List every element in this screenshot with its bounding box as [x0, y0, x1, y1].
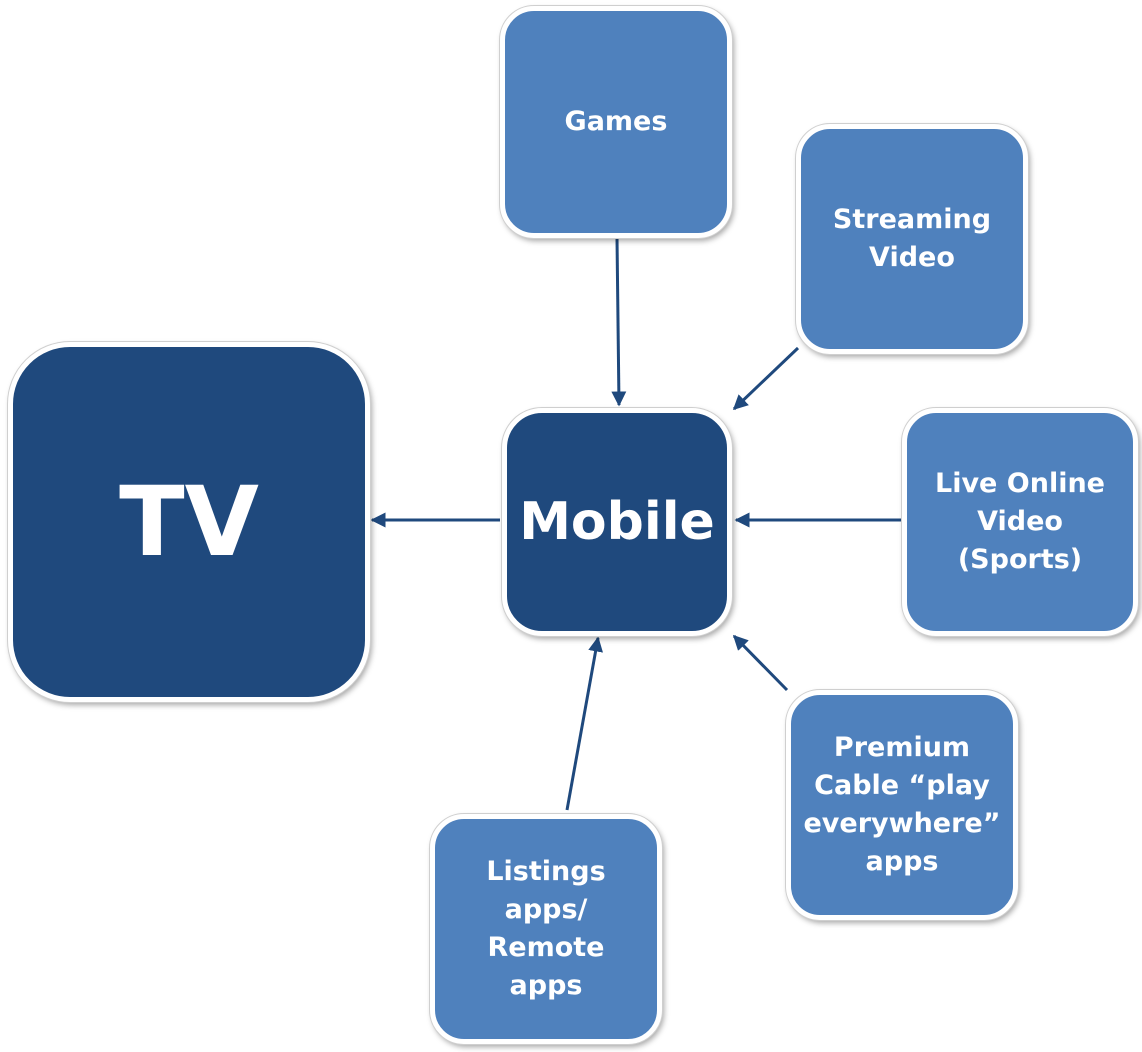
- premium-cable-label: Premium Cable “play everywhere” apps: [803, 732, 1001, 877]
- premium-cable-box: Premium Cable “play everywhere” apps: [786, 690, 1018, 920]
- streaming-video-label: Streaming Video: [832, 204, 992, 273]
- arrow-games-to-mobile: [611, 237, 627, 407]
- mobile-label: Mobile: [519, 492, 715, 552]
- live-online-video-label: Live Online Video (Sports): [935, 468, 1105, 575]
- arrow-streaming-to-mobile: [732, 346, 800, 411]
- games-box: Games: [500, 6, 732, 238]
- tv-label: TV: [119, 466, 259, 578]
- tv-box: TV: [8, 342, 370, 702]
- streaming-video-box: Streaming Video: [796, 124, 1028, 354]
- listings-apps-box: Listings apps/ Remote apps: [430, 814, 662, 1044]
- live-online-video-box: Live Online Video (Sports): [902, 408, 1138, 636]
- listings-apps-label: Listings apps/ Remote apps: [486, 856, 606, 1001]
- mobile-box: Mobile: [502, 408, 732, 636]
- games-label: Games: [564, 106, 668, 137]
- arrow-premium-to-mobile: [732, 634, 789, 692]
- arrow-listings-to-mobile: [565, 636, 603, 811]
